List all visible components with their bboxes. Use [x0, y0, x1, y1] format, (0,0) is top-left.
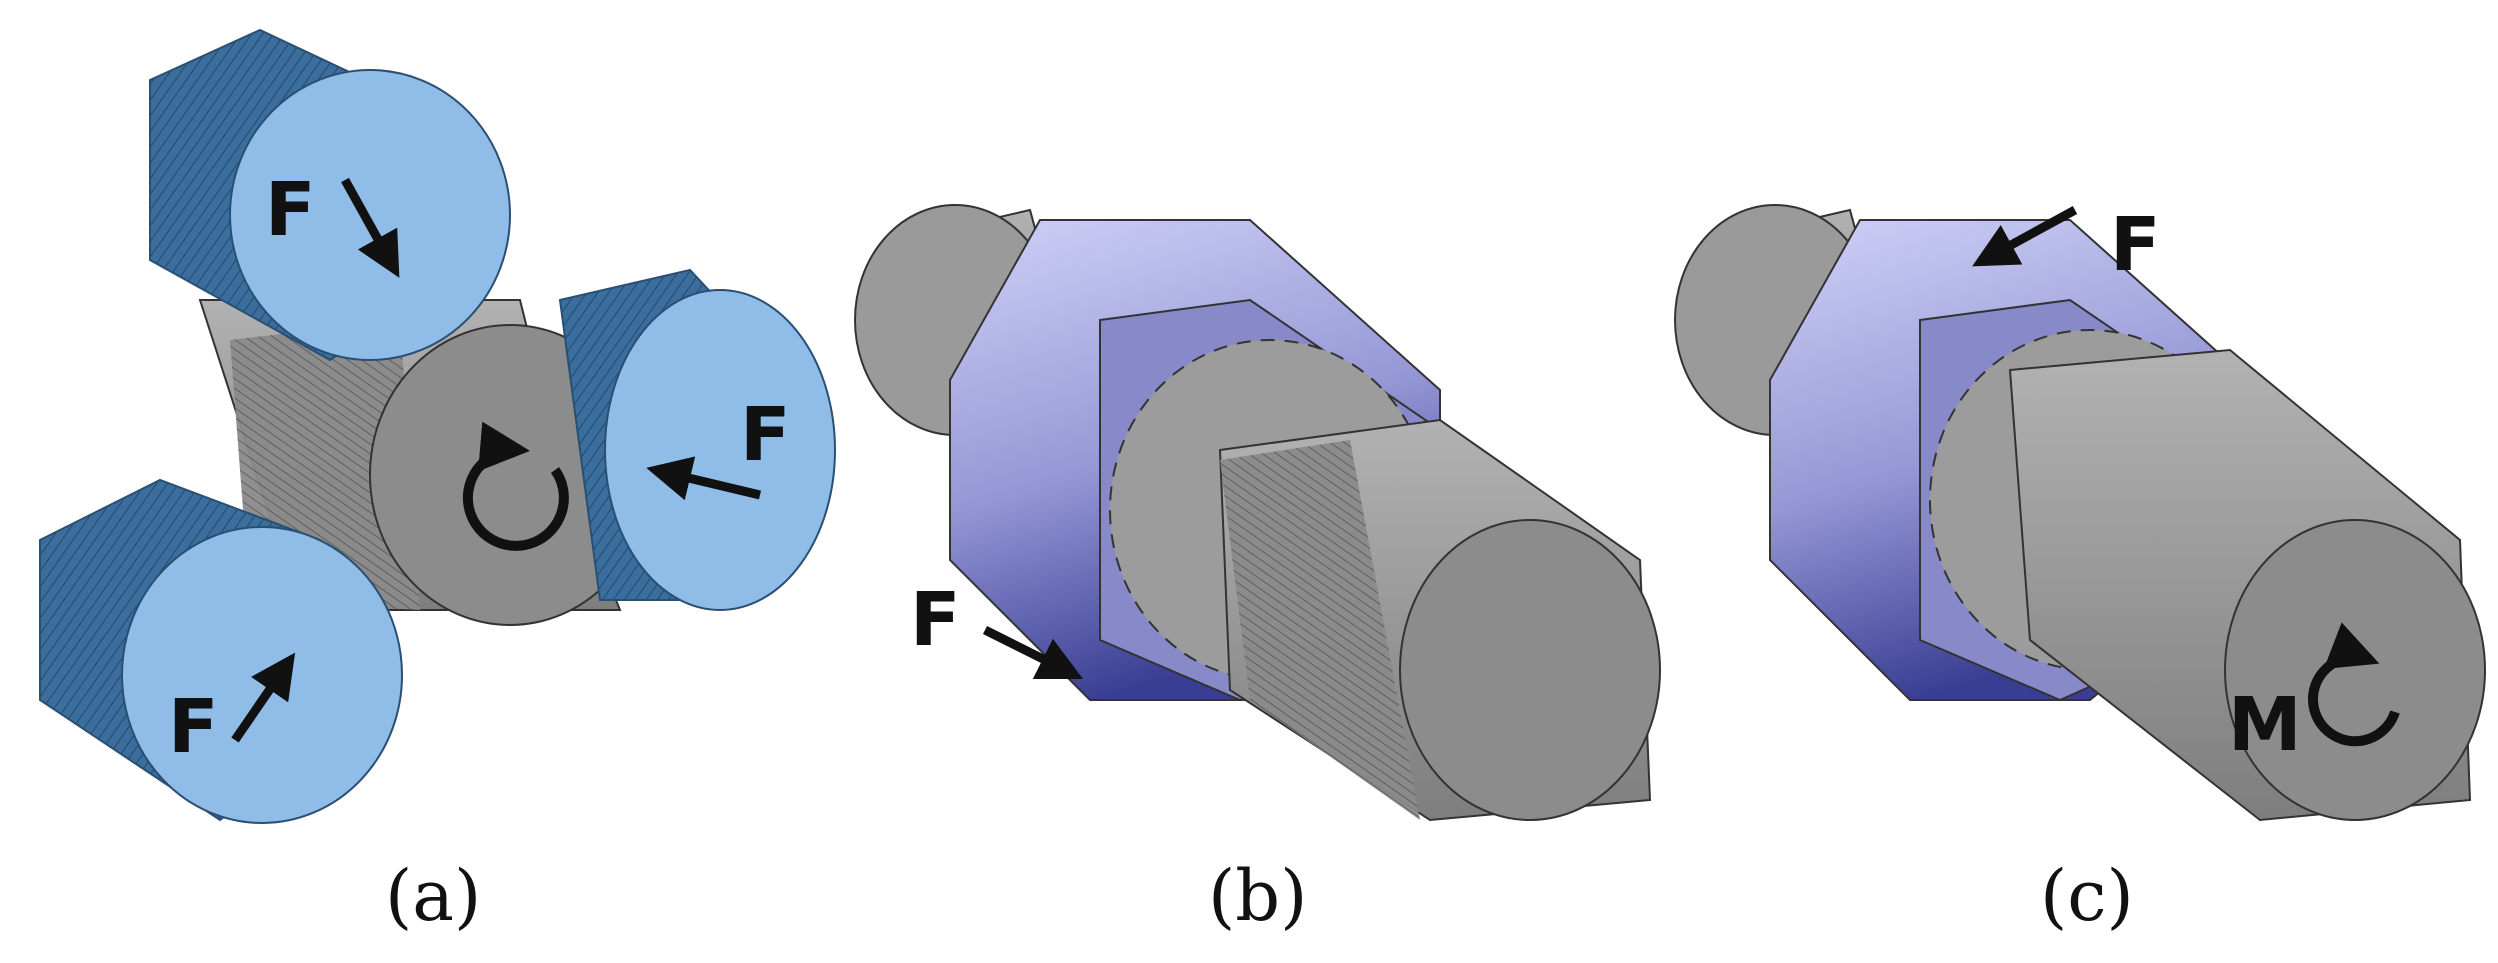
- workpiece-shaft: [2008, 348, 2486, 822]
- workpiece-shaft: [1218, 418, 1661, 822]
- force-label-right: F: [740, 392, 791, 478]
- roller-right: [558, 268, 836, 611]
- force-label: F: [910, 577, 961, 663]
- force-label: F: [2110, 202, 2161, 288]
- arrow-icon: [341, 177, 400, 278]
- moment-icon: [2308, 622, 2400, 747]
- panel-caption-b: (b): [1208, 855, 1307, 937]
- arrow-icon: [1972, 206, 2078, 267]
- arrow-icon: [982, 625, 1084, 680]
- panel-caption-a: (a): [385, 855, 481, 937]
- force-label-bottom: F: [168, 684, 219, 770]
- arrow-icon: [231, 652, 296, 743]
- force-label-top: F: [265, 167, 316, 253]
- rotation-icon: [462, 421, 569, 551]
- panel-a: F F F (a): [39, 28, 836, 937]
- arrow-icon: [646, 456, 762, 501]
- panel-caption-c: (c): [2040, 855, 2134, 937]
- moment-label: M: [2228, 682, 2302, 768]
- panel-b: F (b): [854, 204, 1661, 937]
- panel-c: F M (c): [1674, 202, 2486, 937]
